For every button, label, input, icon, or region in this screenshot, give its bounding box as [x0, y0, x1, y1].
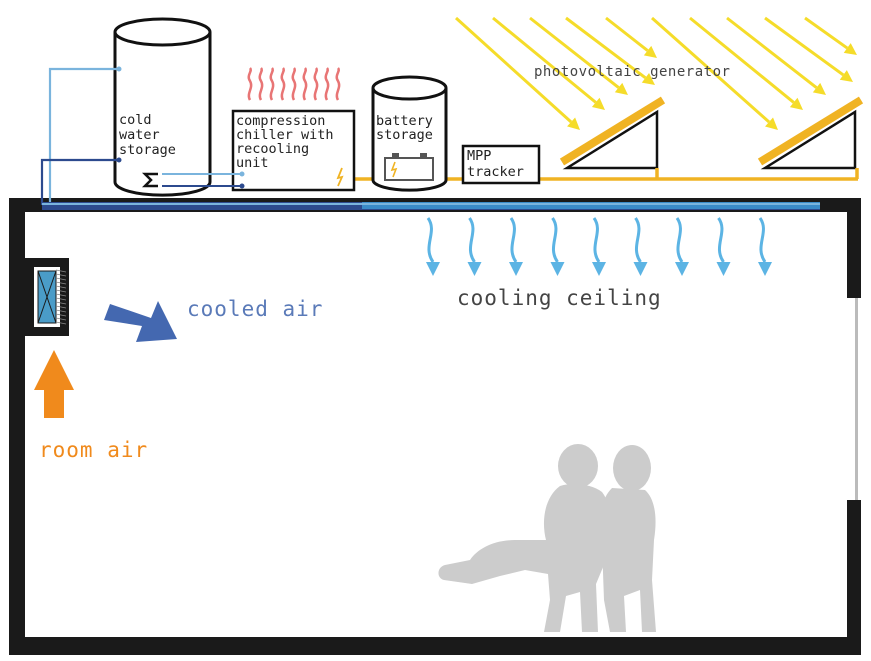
sun-rays	[454, 16, 857, 130]
cooled-air-label: cooled air	[187, 297, 323, 321]
battery-icon	[384, 153, 434, 181]
window	[855, 298, 858, 500]
chilled-drop-icon	[633, 217, 648, 276]
chilled-drop-icon	[550, 217, 565, 276]
cold-water-storage-tank	[113, 17, 212, 197]
pv-panel-left	[559, 96, 666, 170]
sun-ray-icon	[764, 16, 853, 82]
sun-ray-icon	[565, 16, 655, 85]
cooling-ceiling-drops	[426, 217, 772, 276]
chilled-drop-icon	[467, 217, 482, 276]
heat-wave-icon	[247, 67, 341, 101]
mpp-tracker-box	[461, 144, 541, 185]
cooled-air-arrow-icon	[104, 301, 177, 342]
sun-ray-icon	[454, 16, 580, 130]
coil-icon	[141, 172, 158, 188]
cold-water-storage-label: cold water storage	[119, 112, 176, 158]
fan-coil-unit	[25, 258, 69, 336]
sun-ray-icon	[726, 16, 826, 95]
room-air-arrow-icon	[34, 350, 74, 418]
power-cable	[355, 168, 859, 181]
chiller-label: compression chiller with recooling unit	[236, 113, 342, 171]
mpp-tracker-label: MPP tracker	[467, 148, 524, 180]
sun-ray-icon	[651, 16, 778, 130]
cooling-ceiling-label: cooling ceiling	[457, 286, 662, 310]
sun-ray-icon	[689, 16, 803, 110]
ceiling-pipe	[42, 202, 820, 210]
room-air-label: room air	[39, 438, 148, 462]
chiller-pipes	[162, 171, 245, 189]
sun-ray-icon	[492, 16, 605, 110]
people-silhouette-icon	[438, 444, 656, 632]
chilled-drop-icon	[509, 217, 523, 276]
chilled-drop-icon	[592, 217, 606, 276]
sun-ray-icon	[804, 16, 857, 55]
battery-storage-label: battery storage	[376, 113, 441, 143]
chilled-drop-icon	[758, 217, 772, 276]
lightning-icon	[336, 167, 344, 187]
sun-ray-icon	[605, 16, 657, 58]
compression-chiller-box	[231, 109, 356, 192]
photovoltaic-generator-label: photovoltaic generator	[534, 64, 730, 80]
chilled-drop-icon	[716, 217, 731, 276]
pv-panel-right	[757, 96, 864, 170]
chilled-drop-icon	[426, 217, 440, 276]
sun-ray-icon	[529, 16, 628, 95]
chilled-drop-icon	[675, 217, 689, 276]
supply-pipes	[40, 66, 122, 205]
